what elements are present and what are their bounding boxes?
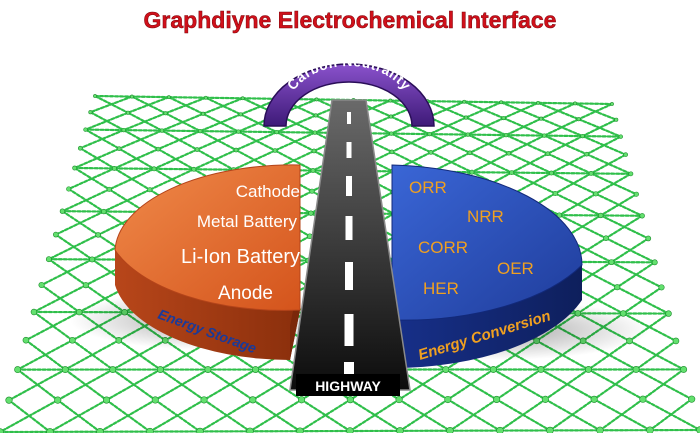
highway-road: HIGHWAY [289, 99, 411, 396]
highway-label: HIGHWAY [315, 378, 381, 394]
conversion-items: ORR NRR CORR OER HER [409, 178, 534, 298]
diagram-title: Graphdiyne Electrochemical Interface [144, 7, 557, 33]
energy-conversion-disc [391, 164, 583, 369]
highway-sign [296, 374, 400, 396]
conversion-item-orr: ORR [409, 178, 447, 197]
storage-item-anode: Anode [218, 283, 273, 304]
conversion-item-oer: OER [497, 259, 534, 278]
conversion-item-her: HER [423, 279, 459, 298]
road-center-dashes [344, 112, 354, 374]
storage-item-li-ion-battery: Li-Ion Battery [181, 246, 300, 268]
conversion-item-corr: CORR [418, 238, 468, 257]
storage-item-metal-battery: Metal Battery [197, 212, 298, 231]
storage-items: Cathode Metal Battery Li-Ion Battery Ano… [181, 182, 300, 304]
energy-storage-disc [114, 164, 301, 360]
storage-item-cathode: Cathode [236, 182, 300, 201]
conversion-item-nrr: NRR [467, 207, 504, 226]
